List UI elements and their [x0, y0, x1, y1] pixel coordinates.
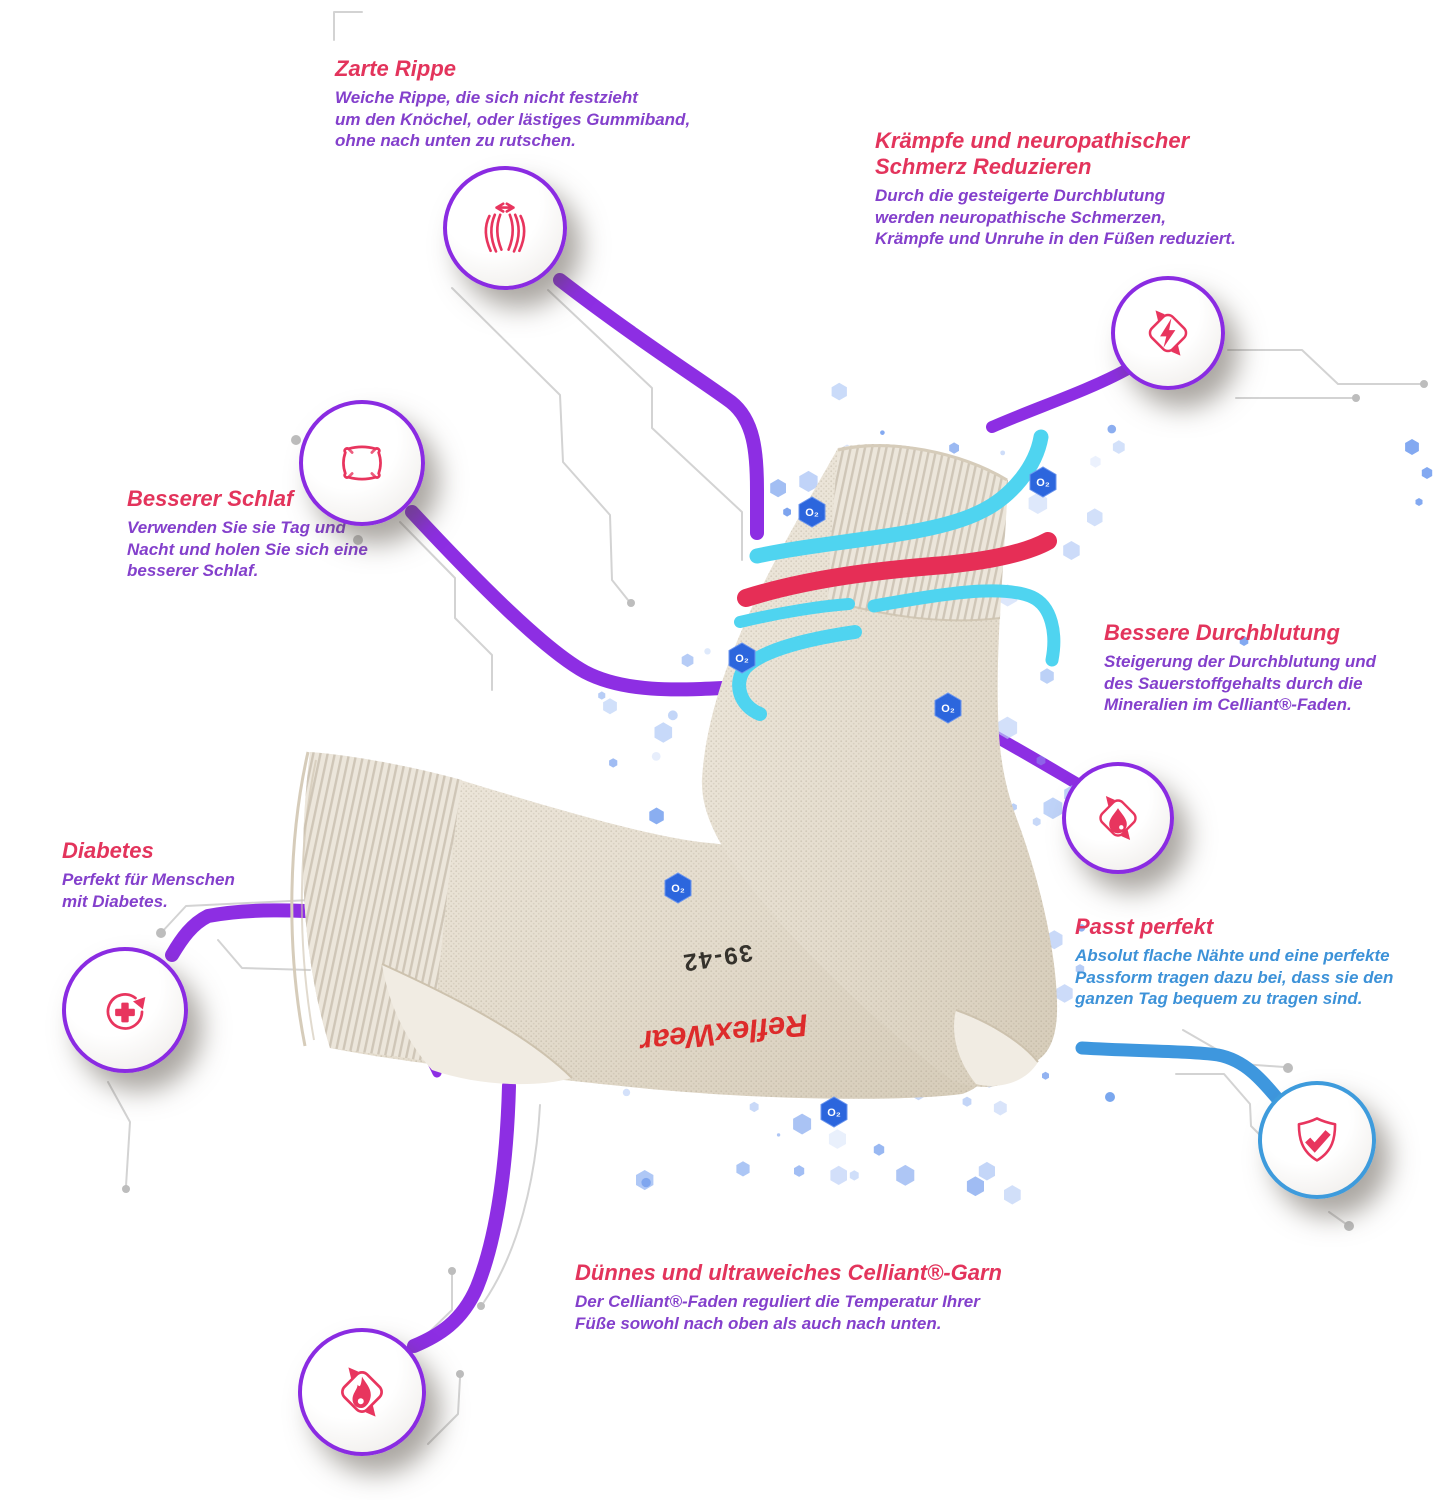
feature-kraempfe: Krämpfe und neuropathischer Schmerz Redu…: [875, 128, 1236, 250]
oxygen-molecule-badge: [798, 496, 826, 528]
rib-stretch-icon: [484, 202, 526, 253]
feature-body: Der Celliant®-Faden reguliert die Temper…: [575, 1292, 980, 1333]
feature-connectors: [165, 273, 1288, 1353]
sock-pair-photo: 39-42 ReflexWear: [290, 443, 1058, 1099]
feature-body: Verwenden Sie sie Tag und Nacht und hole…: [127, 518, 368, 580]
oxygen-molecule-label: O₂: [805, 507, 819, 519]
cycle-blood-drop-icon: [1099, 796, 1137, 840]
feature-title: Passt perfekt: [1075, 914, 1214, 939]
oxygen-molecule-label: O₂: [827, 1107, 841, 1119]
feature-body: Steigerung der Durchblutung und des Saue…: [1104, 652, 1376, 714]
diabetes-node: [62, 947, 188, 1073]
perfect-fit-node: [1258, 1081, 1376, 1199]
oxygen-molecule-badges: O₂ O₂ O₂ O₂ O₂ O₂: [664, 466, 1057, 1128]
feature-title: Bessere Durchblutung: [1104, 620, 1340, 645]
oxygen-molecule-badge: [820, 1096, 848, 1128]
feature-title: Zarte Rippe: [335, 56, 457, 81]
oxygen-molecule-label: O₂: [1036, 477, 1050, 489]
oxygen-molecule-label: O₂: [941, 703, 955, 715]
oxygen-molecule-badge: [664, 872, 692, 904]
feature-title: Dünnes und ultraweiches Celliant®-Garn: [575, 1260, 1002, 1285]
sleep-pillow-node: [299, 400, 425, 526]
feature-body: Perfekt für Menschen mit Diabetes.: [62, 870, 235, 911]
circuit-lines: [107, 11, 1428, 1445]
feature-celliant-garn: Dünnes und ultraweiches Celliant®-Garn D…: [575, 1260, 1002, 1334]
feature-body: Absolut flache Nähte und eine perfekte P…: [1075, 946, 1394, 1008]
feature-durchblutung: Bessere Durchblutung Steigerung der Durc…: [1104, 620, 1376, 716]
pillow-icon: [342, 445, 382, 481]
oxygen-molecule-label: O₂: [671, 883, 685, 895]
feature-passt-perfekt: Passt perfekt Absolut flache Nähte und e…: [1075, 914, 1393, 1010]
feature-zarte-rippe: Zarte Rippe Weiche Rippe, die sich nicht…: [335, 56, 690, 152]
medical-refresh-plus-icon: [106, 993, 146, 1030]
shield-check-icon: [1297, 1117, 1337, 1162]
feature-body: Weiche Rippe, die sich nicht festzieht u…: [335, 88, 691, 150]
feature-title: Diabetes: [62, 838, 154, 863]
rib-stretch-node: [443, 166, 567, 290]
feature-title: Besserer Schlaf: [127, 486, 294, 511]
oxygen-molecule-badge: [934, 692, 962, 724]
circulation-node: [1062, 762, 1174, 874]
oxygen-molecule-label: O₂: [735, 653, 749, 665]
feature-diabetes: Diabetes Perfekt für Menschen mit Diabet…: [62, 838, 235, 912]
feature-body: Durch die gesteigerte Durchblutung werde…: [875, 186, 1236, 248]
feature-besserer-schlaf: Besserer Schlaf Verwenden Sie sie Tag un…: [127, 486, 368, 582]
temperature-regulation-node: [298, 1328, 426, 1456]
feature-title: Krämpfe und neuropathischer Schmerz Redu…: [875, 128, 1190, 179]
cycle-lightning-icon: [1148, 310, 1188, 356]
oxygen-molecule-badge: [728, 642, 756, 674]
cramp-relief-node: [1111, 276, 1225, 390]
oxygen-molecule-badge: [1029, 466, 1057, 498]
cycle-flame-icon: [341, 1367, 383, 1417]
